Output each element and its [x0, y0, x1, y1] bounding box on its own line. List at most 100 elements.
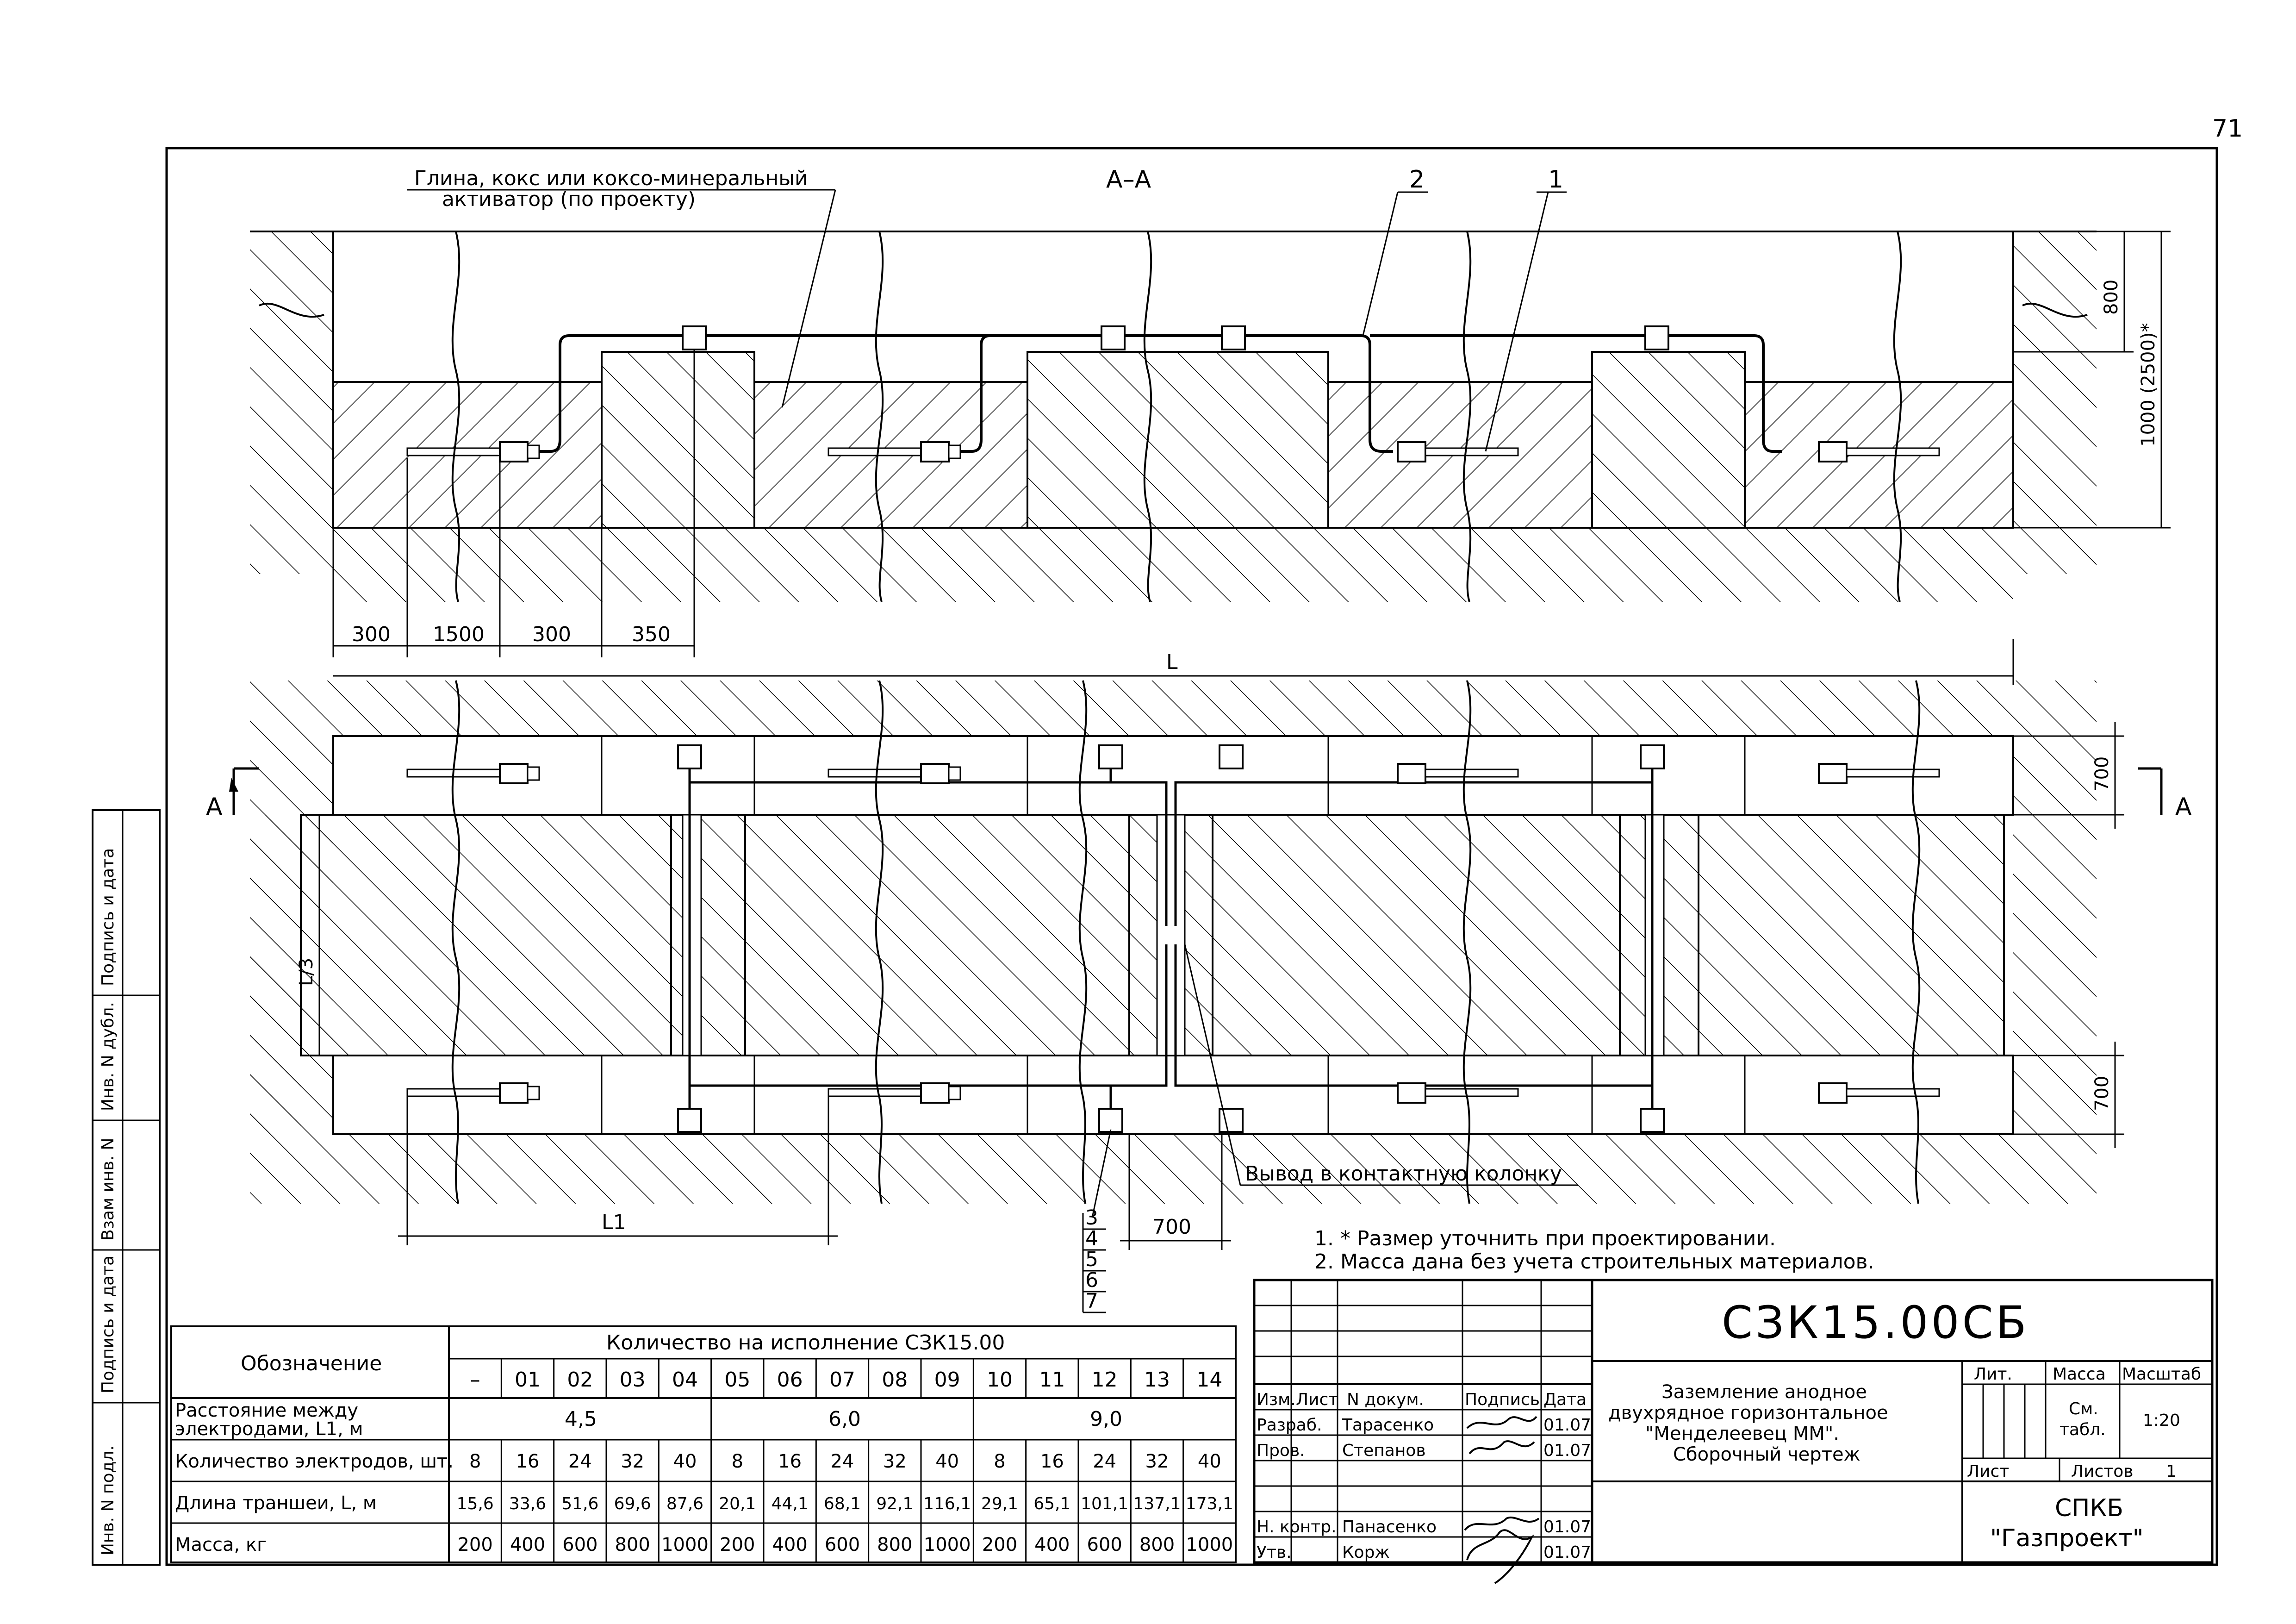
plan-block-4	[1698, 814, 2005, 1056]
spec-cell: 1000	[661, 1534, 709, 1555]
spec-cell: 32	[1145, 1451, 1169, 1472]
plan-block-3	[1212, 814, 1621, 1056]
spec-cell: 32	[621, 1451, 644, 1472]
spec-cell: 16	[1040, 1451, 1064, 1472]
callout-outlet: Вывод в контактную колонку	[1184, 944, 1578, 1186]
trench-bottom	[332, 1055, 2014, 1135]
spec-variant-header: 05	[724, 1368, 750, 1392]
spec-distance-group-3: 9,0	[1090, 1407, 1122, 1431]
sheet-label: Лист	[1967, 1462, 2009, 1481]
spec-row-label: Масса, кг	[175, 1534, 267, 1555]
title-line-3: "Менделеевец ММ".	[1645, 1423, 1839, 1444]
stamp-inv-podl: Инв. N подл.	[99, 1445, 118, 1555]
spec-cell: 92,1	[876, 1494, 913, 1513]
section-marker-left-label: А	[206, 793, 223, 821]
sheets-label: Листов	[2071, 1462, 2133, 1481]
hdr-ndoc: N докум.	[1347, 1390, 1424, 1409]
plan-block-2	[744, 814, 1130, 1056]
role-nkontr: Н. контр.	[1257, 1518, 1337, 1537]
soil-right	[2013, 231, 2097, 574]
title-line-1: Заземление анодное	[1661, 1381, 1867, 1403]
stamp-sign-date-1: Подпись и дата	[99, 1255, 118, 1393]
spec-cell: 16	[516, 1451, 540, 1472]
plan-view: А А 700 700 L/3 L1	[206, 680, 2192, 1313]
pos-3-label: 3	[1085, 1206, 1098, 1230]
junction-box	[1221, 325, 1246, 350]
role-razrab: Разраб.	[1257, 1416, 1322, 1435]
org-line-1: СПКБ	[2055, 1494, 2123, 1522]
date-razrab: 01.07	[1543, 1416, 1591, 1435]
break-lines	[259, 231, 2088, 602]
spec-variant-header: 07	[829, 1368, 855, 1392]
sheets-count: 1	[2166, 1462, 2177, 1481]
dim-L3: L/3	[296, 815, 320, 1056]
spec-cell: 40	[1198, 1451, 1221, 1472]
spec-col-header: Обозначение	[241, 1352, 382, 1375]
spec-cell: 800	[615, 1534, 650, 1555]
electrode	[406, 441, 540, 462]
section-view: А–А	[250, 166, 2171, 685]
plan-electrode	[1818, 763, 1940, 784]
electrode	[1818, 441, 1940, 462]
callout-pos-2: 2	[1362, 166, 1428, 336]
pos-2-label: 2	[1409, 166, 1425, 194]
connecting-cable	[537, 334, 1393, 453]
electrode	[828, 441, 961, 462]
callout-pos-1: 1	[1485, 166, 1567, 452]
spec-variant-header: 12	[1092, 1368, 1118, 1392]
hdr-sign: Подпись	[1465, 1390, 1540, 1409]
soil-bottom	[333, 528, 2013, 602]
spec-cell: 8	[994, 1451, 1005, 1472]
dim-350: 350	[632, 623, 671, 646]
pos-5-label: 5	[1085, 1248, 1098, 1271]
drawing-frame	[165, 147, 2218, 1566]
plan-soil-bottom	[250, 1134, 2097, 1204]
section-title: А–А	[1106, 166, 1151, 194]
dim-800: 800	[2101, 280, 2122, 315]
callout-material: Глина, кокс или коксо-минеральный актива…	[407, 167, 836, 408]
spec-cell: 44,1	[772, 1494, 809, 1513]
material-label-1: Глина, кокс или коксо-минеральный	[414, 167, 808, 190]
plan-soil-top	[250, 681, 2097, 736]
spec-cell: 8	[732, 1451, 743, 1472]
dim-700-right-top: 700	[2091, 756, 2113, 792]
spec-variant-header: 13	[1144, 1368, 1170, 1392]
separator-2	[1027, 351, 1329, 529]
spec-variant-header: 01	[515, 1368, 541, 1392]
stamp-sign-date-2: Подпись и дата	[99, 848, 118, 986]
spec-cell: 24	[568, 1451, 592, 1472]
section-marker-right-label: А	[2175, 793, 2192, 821]
note-2: 2. Масса дана без учета строительных мат…	[1314, 1250, 1874, 1274]
mass-value-2: табл.	[2060, 1420, 2106, 1439]
spec-cell: 24	[831, 1451, 854, 1472]
title-block: Изм. Лист N докум. Подпись Дата Разраб. …	[1253, 1279, 2214, 1584]
spec-variant-header: 11	[1039, 1368, 1065, 1392]
section-marker-right: А	[2138, 767, 2192, 821]
dim-300-a: 300	[352, 623, 391, 646]
plan-block-1	[300, 814, 672, 1056]
junction-box	[682, 325, 707, 350]
name-utv: Корж	[1342, 1543, 1390, 1562]
dim-L1-label: L1	[602, 1211, 626, 1234]
dim-L: L	[1166, 650, 1178, 674]
spec-variant-header: 02	[567, 1368, 593, 1392]
spec-cell: 32	[883, 1451, 907, 1472]
callout-pos-3-7: 3 4 5 6 7	[1082, 1129, 1112, 1313]
spec-variant-header: 09	[934, 1368, 960, 1392]
spec-group-header: Количество на исполнение СЗК15.00	[606, 1331, 1005, 1355]
pos-4-label: 4	[1085, 1227, 1098, 1250]
spec-cell: 800	[1139, 1534, 1175, 1555]
spec-cell: 20,1	[719, 1494, 756, 1513]
spec-cell: 1000	[1186, 1534, 1233, 1555]
plan-cables	[688, 762, 1654, 1116]
spec-cell: 101,1	[1081, 1494, 1128, 1513]
spec-variant-header: 14	[1196, 1368, 1222, 1392]
spec-cell: 24	[1093, 1451, 1116, 1472]
spec-cell: 400	[1034, 1534, 1070, 1555]
spec-cell: 69,6	[614, 1494, 651, 1513]
note-1: 1. * Размер уточнить при проектировании.	[1314, 1227, 1776, 1250]
title-line-2: двухрядное горизонтальное	[1608, 1402, 1888, 1424]
material-label-2: активатор (по проекту)	[442, 187, 696, 211]
spec-variant-header: 06	[777, 1368, 803, 1392]
